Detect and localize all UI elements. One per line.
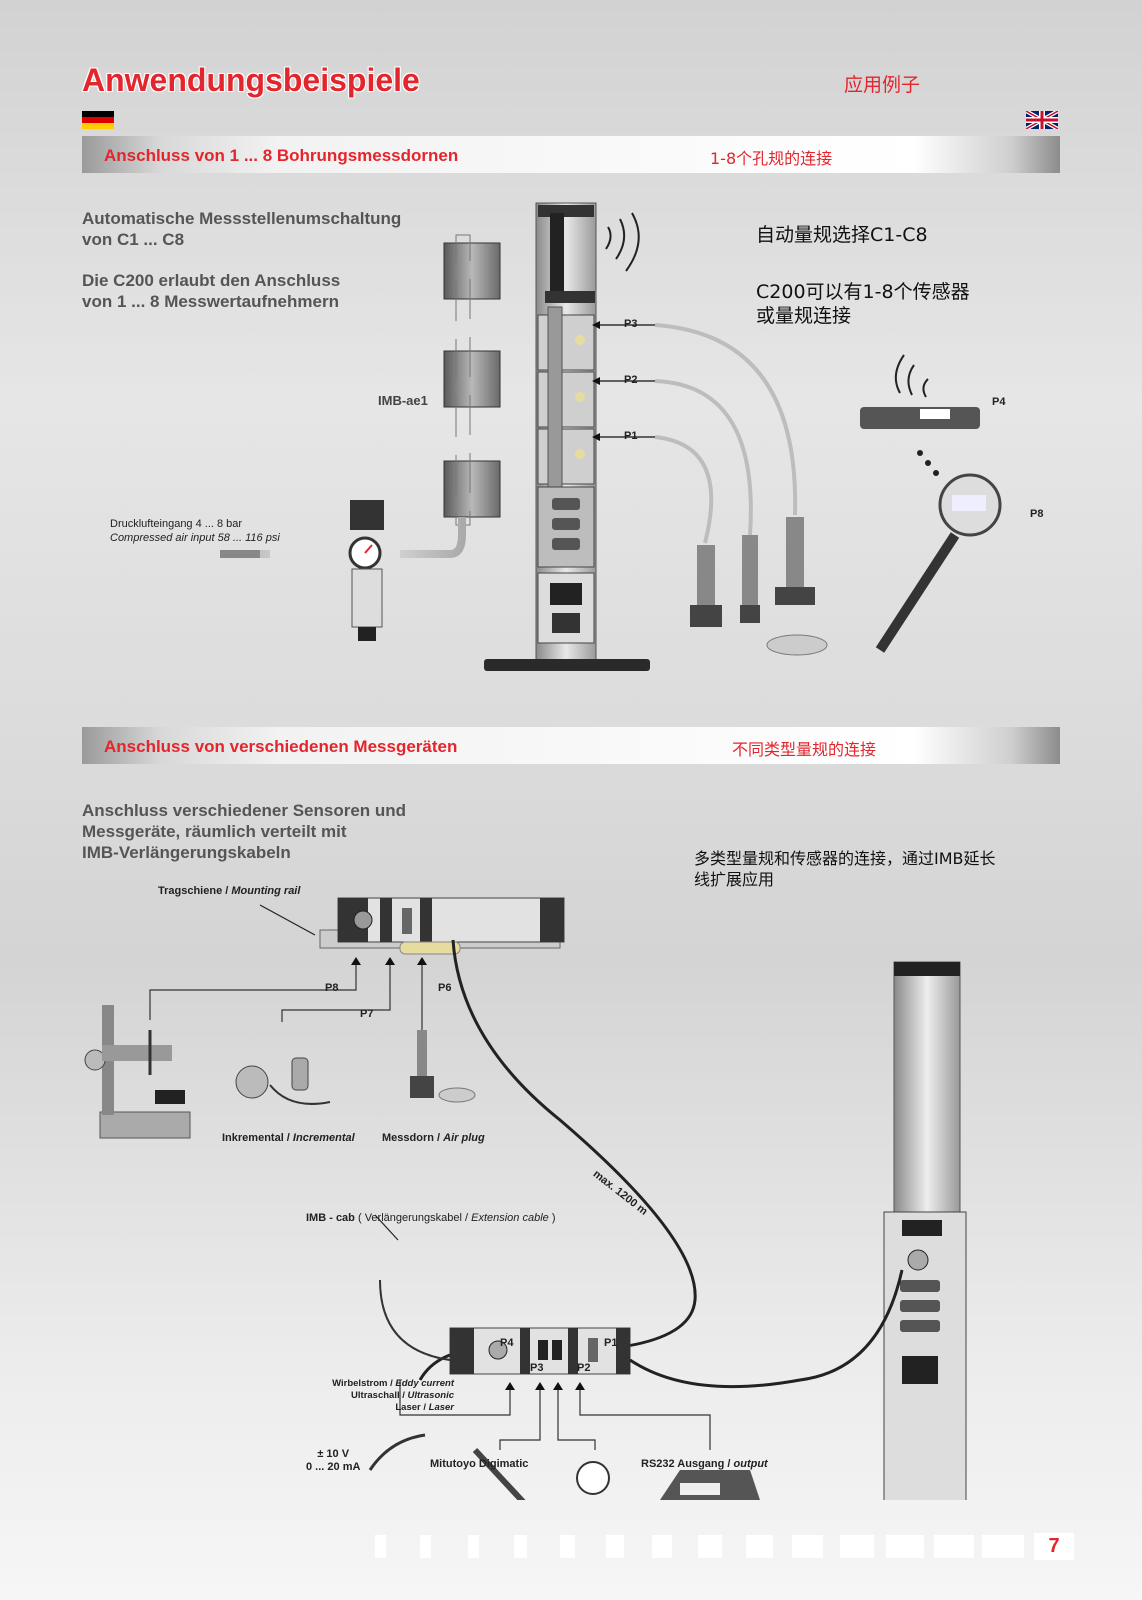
c200-column bbox=[484, 202, 650, 671]
footer-square bbox=[840, 1535, 874, 1558]
section2-illustration bbox=[84, 897, 967, 1500]
label-p6: P6 bbox=[438, 982, 452, 994]
air-plug bbox=[410, 1030, 476, 1103]
label-p2: P2 bbox=[577, 1362, 591, 1374]
dial-indicator bbox=[576, 1461, 610, 1495]
footer-square bbox=[606, 1535, 624, 1558]
footer-square bbox=[652, 1535, 672, 1558]
page-title: Anwendungsbeispiele bbox=[82, 62, 420, 98]
port-p1-label: P1 bbox=[624, 430, 638, 442]
imb-cab-module bbox=[449, 1327, 631, 1375]
section2-cn-text: 多类型量规和传感器的连接，通过IMB延长线扩展应用 bbox=[694, 849, 996, 889]
footer-square bbox=[792, 1535, 823, 1558]
uk-flag-icon bbox=[1026, 111, 1058, 129]
imb-modules bbox=[443, 234, 501, 526]
footer-square bbox=[982, 1535, 1024, 1558]
label-p4: P4 bbox=[500, 1337, 514, 1349]
mounting-rail-module bbox=[319, 897, 565, 955]
imb-cab-label: IMB - cab ( Verlängerungskabel / Extensi… bbox=[306, 1212, 556, 1224]
footer-square bbox=[560, 1535, 575, 1558]
caliper bbox=[472, 1447, 526, 1500]
page-number: 7 bbox=[1034, 1533, 1074, 1560]
label-p8: P8 bbox=[325, 982, 339, 994]
measuring-stand bbox=[84, 1005, 191, 1139]
incremental-encoder bbox=[235, 1057, 331, 1105]
section1-cn-1: 自动量规选择C1-C8 bbox=[756, 224, 928, 246]
footer-square bbox=[420, 1535, 431, 1558]
right-column bbox=[883, 961, 967, 1500]
air-plug-label: Messdorn / Air plug bbox=[382, 1132, 485, 1144]
section1-title: Anschluss von 1 ... 8 Bohrungsmessdornen bbox=[104, 146, 459, 165]
rs232-label: RS232 Ausgang / output bbox=[641, 1458, 768, 1470]
label-p1: P1 bbox=[604, 1337, 618, 1349]
sensor-types-label: Wirbelstrom / Eddy current Ultraschall /… bbox=[332, 1378, 454, 1413]
port-p3-label: P3 bbox=[624, 318, 638, 330]
section-band-2: Anschluss von verschiedenen Messgeräten … bbox=[82, 727, 1060, 764]
section2-title-cn: 不同类型量规的连接 bbox=[732, 740, 877, 759]
mounting-rail-label: Tragschiene / Mounting rail bbox=[158, 885, 301, 897]
extension-cable bbox=[418, 939, 697, 1381]
port-p2-label: P2 bbox=[624, 374, 638, 386]
section1-title-cn: 1-8个孔规的连接 bbox=[710, 149, 833, 168]
german-flag-icon bbox=[82, 111, 114, 129]
scale-display bbox=[660, 1470, 760, 1500]
air-input-label-de: Drucklufteingang 4 ... 8 bar bbox=[110, 518, 243, 530]
port-p8-label: P8 bbox=[1030, 508, 1044, 520]
sensor-probe bbox=[368, 1433, 426, 1471]
page-title-cn: 应用例子 bbox=[844, 74, 921, 96]
footer-square bbox=[514, 1535, 527, 1558]
mitutoyo-label: Mitutoyo Digimatic bbox=[430, 1458, 529, 1470]
footer-square bbox=[375, 1535, 386, 1558]
imb-ae1-label: IMB-ae1 bbox=[378, 393, 428, 408]
wireless-icon bbox=[605, 212, 640, 272]
footer-square bbox=[746, 1535, 773, 1558]
incremental-label: Inkremental / Incremental bbox=[222, 1132, 355, 1144]
footer-square bbox=[468, 1535, 479, 1558]
section1-illustration bbox=[220, 202, 1002, 671]
section-band-1: Anschluss von 1 ... 8 Bohrungsmessdornen… bbox=[82, 136, 1060, 173]
label-p3: P3 bbox=[530, 1362, 544, 1374]
footer-square bbox=[886, 1535, 924, 1558]
port-p4-label: P4 bbox=[992, 396, 1006, 408]
air-input-label-en: Compressed air input 58 ... 116 psi bbox=[110, 532, 280, 544]
connection-cable bbox=[629, 1269, 904, 1389]
section2-title: Anschluss von verschiedenen Messgeräten bbox=[104, 737, 458, 756]
dial-indicator-bore-gauge bbox=[875, 473, 1002, 653]
section1-cn-2: C200可以有1-8个传感器或量规连接 bbox=[756, 281, 970, 327]
footer-square bbox=[934, 1535, 974, 1558]
footer-square bbox=[698, 1535, 722, 1558]
bore-gauge-probes bbox=[690, 517, 828, 656]
label-p7: P7 bbox=[360, 1008, 374, 1020]
pressure-regulator bbox=[348, 500, 384, 641]
wireless-p4-icon bbox=[894, 354, 929, 398]
